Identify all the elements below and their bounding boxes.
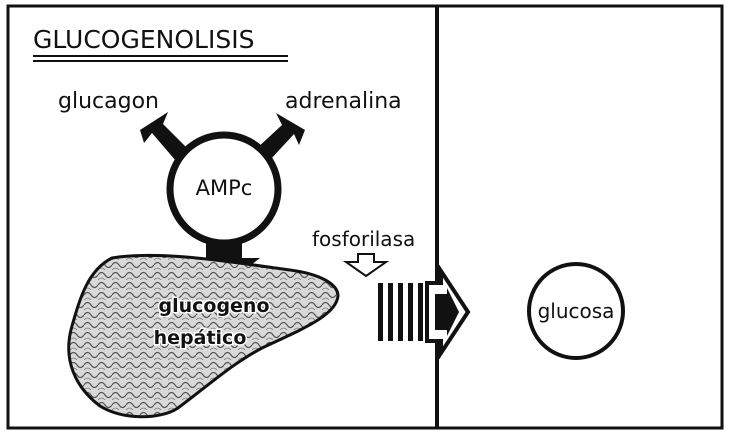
ampc-label: AMPc bbox=[196, 176, 253, 200]
glucagon-label: glucagon bbox=[58, 89, 159, 114]
glucose-export-arrow bbox=[378, 271, 468, 353]
fosforilasa-label: fosforilasa bbox=[312, 227, 415, 251]
liver-label-line2: hepático bbox=[154, 327, 247, 349]
liver-label-line1: glucogeno bbox=[158, 295, 269, 317]
fosforilasa-arrow bbox=[346, 254, 386, 276]
glucosa-label: glucosa bbox=[538, 299, 615, 323]
diagram-title: GLUCOGENOLISIS bbox=[33, 25, 254, 54]
adrenalina-label: adrenalina bbox=[285, 89, 402, 114]
